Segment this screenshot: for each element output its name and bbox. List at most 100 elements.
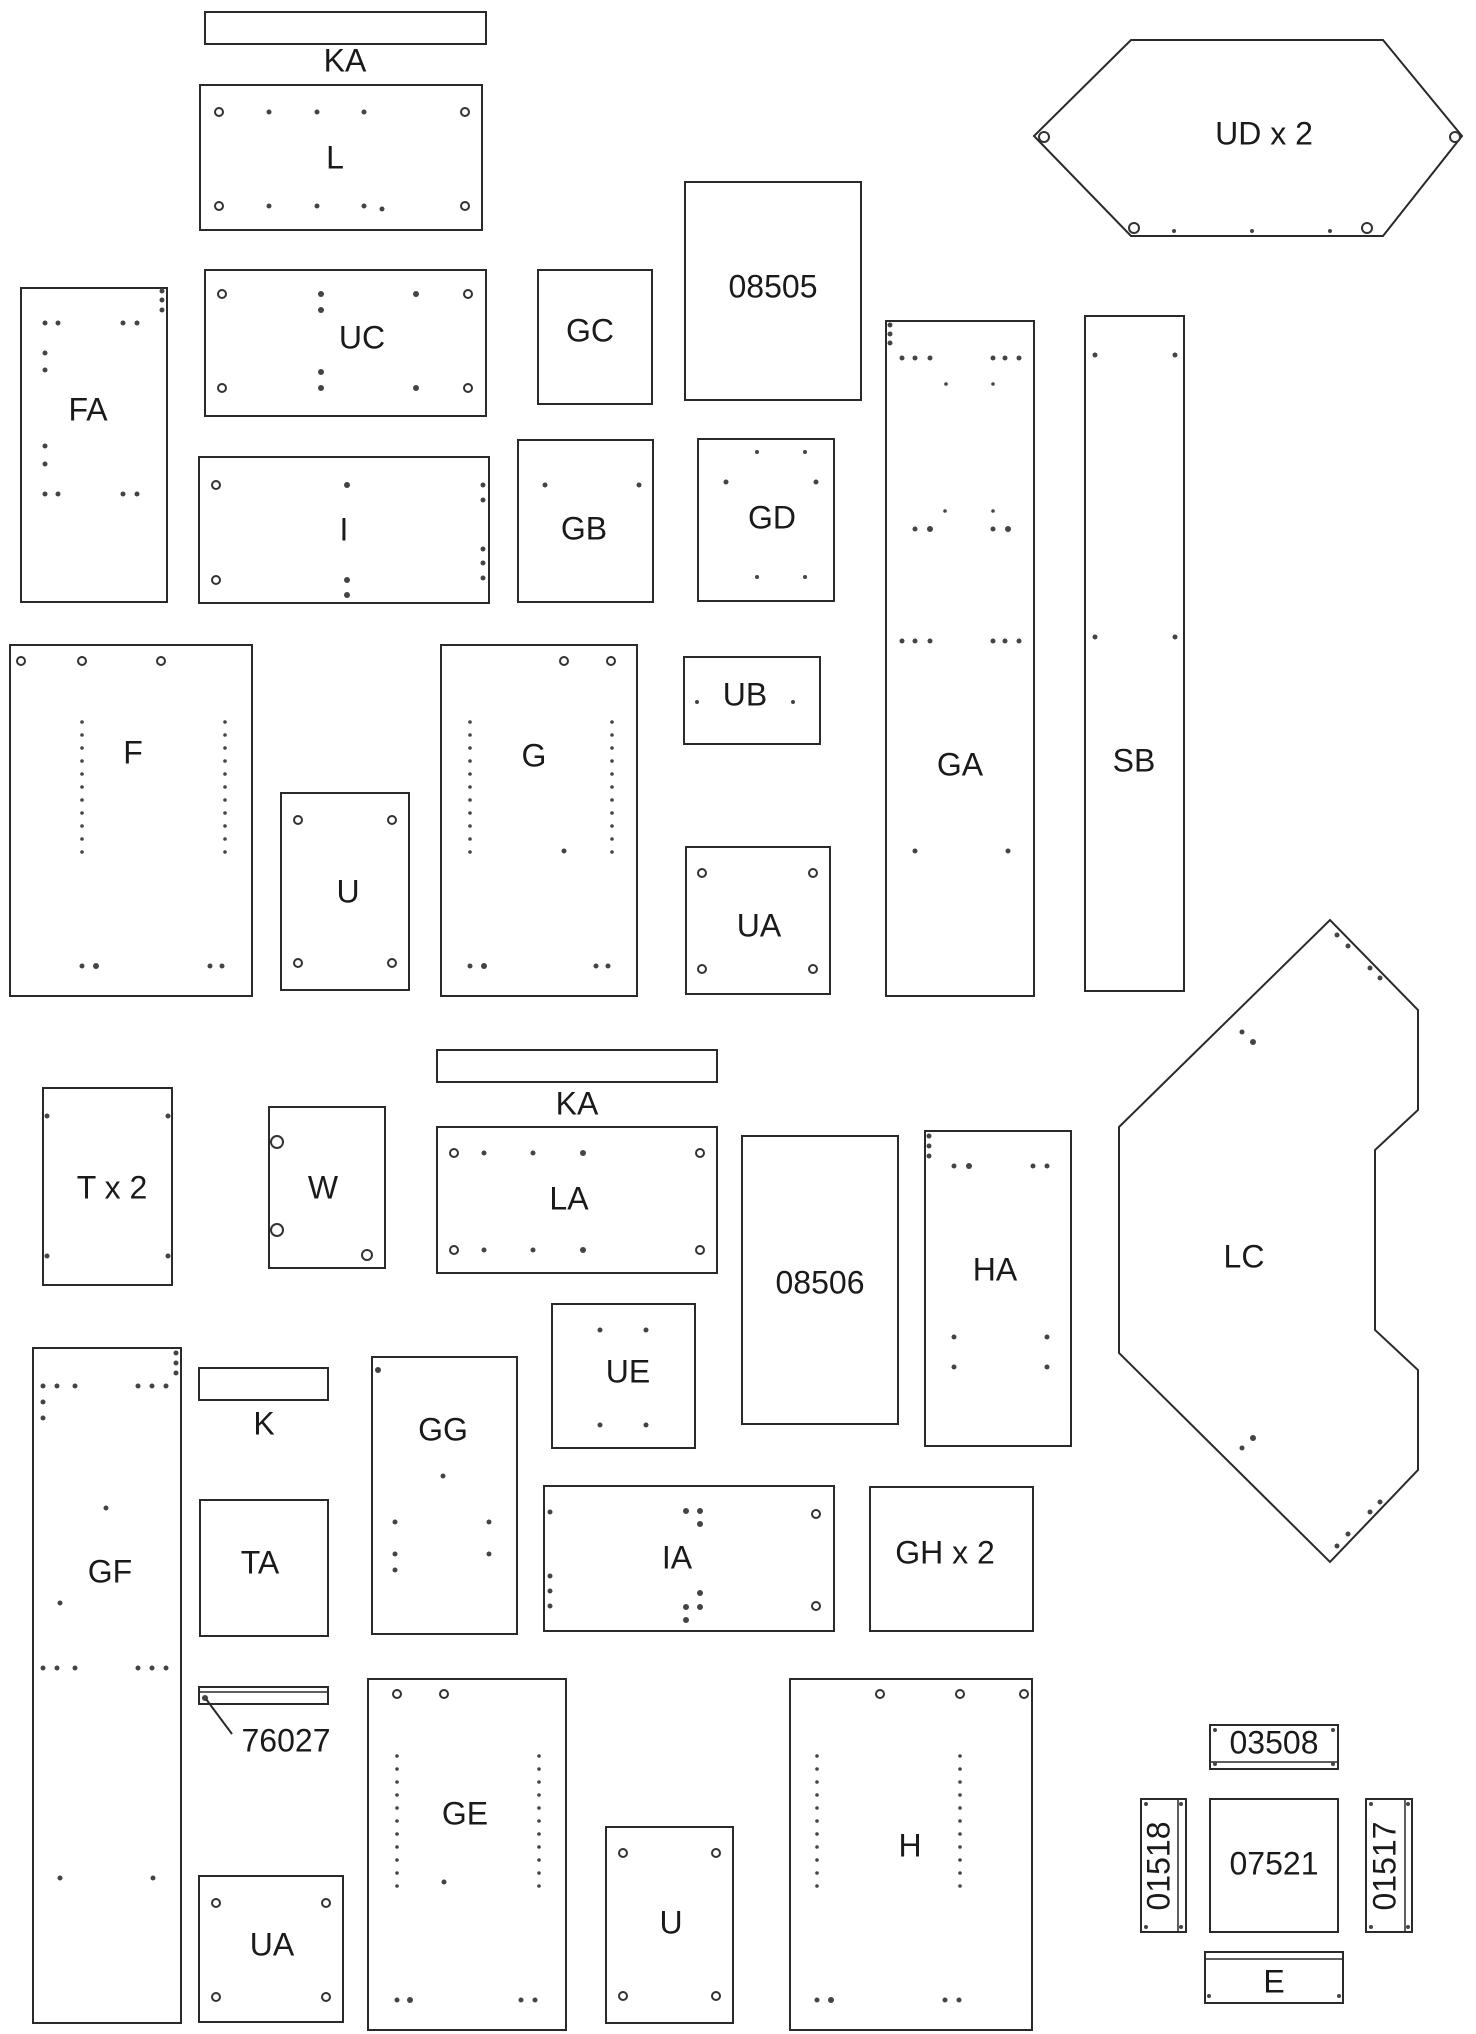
drill-point bbox=[173, 1350, 179, 1356]
drill-point bbox=[695, 700, 699, 704]
drill-point bbox=[991, 382, 995, 386]
drill-point bbox=[547, 1509, 553, 1515]
drill-point bbox=[537, 1780, 541, 1784]
drill-point bbox=[1044, 1163, 1050, 1169]
drill-point bbox=[413, 385, 419, 391]
mounting-hole bbox=[439, 1689, 449, 1699]
drill-point bbox=[912, 355, 918, 361]
drill-point bbox=[344, 592, 350, 598]
part-w-label: W bbox=[308, 1169, 339, 1205]
drill-point bbox=[610, 798, 614, 802]
drill-point bbox=[480, 497, 486, 503]
mounting-hole bbox=[449, 1148, 459, 1158]
drill-point bbox=[468, 733, 472, 737]
part-u-bottom-label: U bbox=[659, 1904, 682, 1940]
part-gd: GD bbox=[697, 438, 835, 602]
drill-point bbox=[683, 1604, 689, 1610]
drill-point bbox=[1172, 634, 1178, 640]
drill-point bbox=[468, 785, 472, 789]
mounting-hole bbox=[77, 656, 87, 666]
drill-point bbox=[1002, 355, 1008, 361]
drill-point bbox=[223, 811, 227, 815]
drill-point bbox=[395, 1767, 399, 1771]
drill-point bbox=[318, 369, 324, 375]
mounting-hole bbox=[321, 1992, 331, 2002]
mounting-hole bbox=[1449, 131, 1461, 143]
drill-point bbox=[1334, 932, 1340, 938]
drill-point bbox=[42, 350, 48, 356]
part-u-bottom: U bbox=[605, 1826, 734, 2024]
drill-point bbox=[314, 203, 320, 209]
drill-point bbox=[42, 443, 48, 449]
drill-point bbox=[135, 1665, 141, 1671]
drill-point bbox=[379, 206, 385, 212]
mounting-hole bbox=[811, 1509, 821, 1519]
part-outline bbox=[1032, 39, 1464, 237]
drill-point bbox=[467, 963, 473, 969]
drill-point bbox=[80, 798, 84, 802]
mounting-hole bbox=[711, 1991, 721, 2001]
part-outline bbox=[280, 792, 410, 991]
drill-point bbox=[480, 546, 486, 552]
drill-point bbox=[1207, 1994, 1211, 1998]
drill-point bbox=[163, 1665, 169, 1671]
part-ud: UD x 2 bbox=[1032, 39, 1464, 237]
drill-point bbox=[1092, 634, 1098, 640]
drill-point bbox=[530, 1247, 536, 1253]
drill-point bbox=[173, 1360, 179, 1366]
part-l-label: L bbox=[326, 139, 344, 175]
drill-point bbox=[537, 1754, 541, 1758]
part-uc-label: UC bbox=[339, 319, 385, 355]
drill-point bbox=[44, 1253, 50, 1259]
drill-point bbox=[395, 1806, 399, 1810]
drill-point bbox=[815, 1832, 819, 1836]
part-ge: GE bbox=[367, 1678, 567, 2031]
drill-point bbox=[755, 450, 759, 454]
drill-point bbox=[1239, 1445, 1245, 1451]
drill-point bbox=[542, 482, 548, 488]
drill-point bbox=[537, 1793, 541, 1797]
drill-point bbox=[1016, 638, 1022, 644]
mounting-hole bbox=[697, 868, 707, 878]
edge-line bbox=[205, 1698, 233, 1735]
drill-point bbox=[395, 1793, 399, 1797]
part-i-label: I bbox=[340, 511, 349, 547]
drill-point bbox=[815, 1871, 819, 1875]
part-08505: 08505 bbox=[684, 181, 862, 401]
drill-point bbox=[814, 1997, 820, 2003]
part-outline bbox=[605, 1826, 734, 2024]
drill-point bbox=[1239, 1029, 1245, 1035]
drill-point bbox=[165, 1253, 171, 1259]
drill-point bbox=[103, 1505, 109, 1511]
drill-point bbox=[318, 307, 324, 313]
mounting-hole bbox=[361, 1249, 373, 1261]
part-i: I bbox=[198, 456, 490, 604]
drill-point bbox=[1005, 526, 1011, 532]
mounting-hole bbox=[697, 964, 707, 974]
part-fa: FA bbox=[20, 287, 168, 603]
drill-point bbox=[1250, 1039, 1256, 1045]
drill-point bbox=[926, 1133, 932, 1139]
drill-point bbox=[80, 759, 84, 763]
mounting-hole bbox=[217, 383, 227, 393]
drill-point bbox=[42, 367, 48, 373]
mounting-hole bbox=[217, 289, 227, 299]
mounting-hole bbox=[1019, 1689, 1029, 1699]
drill-point bbox=[42, 491, 48, 497]
mounting-hole bbox=[695, 1148, 705, 1158]
part-outline bbox=[198, 1686, 329, 1705]
mounting-hole bbox=[211, 575, 221, 585]
mounting-hole bbox=[293, 958, 303, 968]
part-ua-bottom: UA bbox=[198, 1875, 344, 2023]
part-08506-label: 08506 bbox=[776, 1264, 865, 1300]
mounting-hole bbox=[211, 1898, 221, 1908]
drill-point bbox=[1367, 965, 1373, 971]
drill-point bbox=[1172, 352, 1178, 358]
drill-point bbox=[1369, 1925, 1373, 1929]
part-outline bbox=[32, 1347, 182, 2024]
part-lc: LC bbox=[1118, 918, 1419, 1564]
drill-point bbox=[413, 291, 419, 297]
drill-point bbox=[887, 340, 893, 346]
part-outline bbox=[537, 269, 653, 405]
drill-point bbox=[395, 1780, 399, 1784]
